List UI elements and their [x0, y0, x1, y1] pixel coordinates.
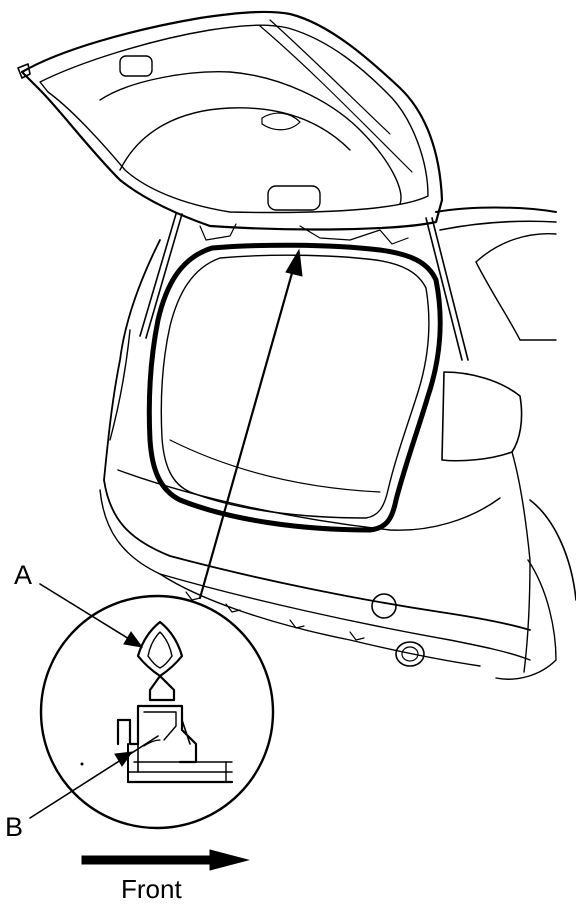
callout-b-leader: [29, 735, 159, 819]
callout-a-leader: [39, 583, 144, 648]
section-leader-arrow: [198, 248, 303, 600]
front-direction-arrow: [81, 849, 250, 871]
callout-label-a: A: [14, 560, 33, 590]
weatherstrip-channel: [80, 704, 234, 784]
tailgate-opening-weatherstrip: [146, 223, 443, 533]
callout-label-b: B: [5, 812, 24, 842]
gas-struts: [139, 213, 469, 361]
seal-cross-section-detail: [39, 594, 275, 830]
front-direction-label: Front: [121, 874, 182, 904]
weatherstrip-bulb: [136, 620, 184, 702]
open-tailgate: [17, 10, 444, 231]
